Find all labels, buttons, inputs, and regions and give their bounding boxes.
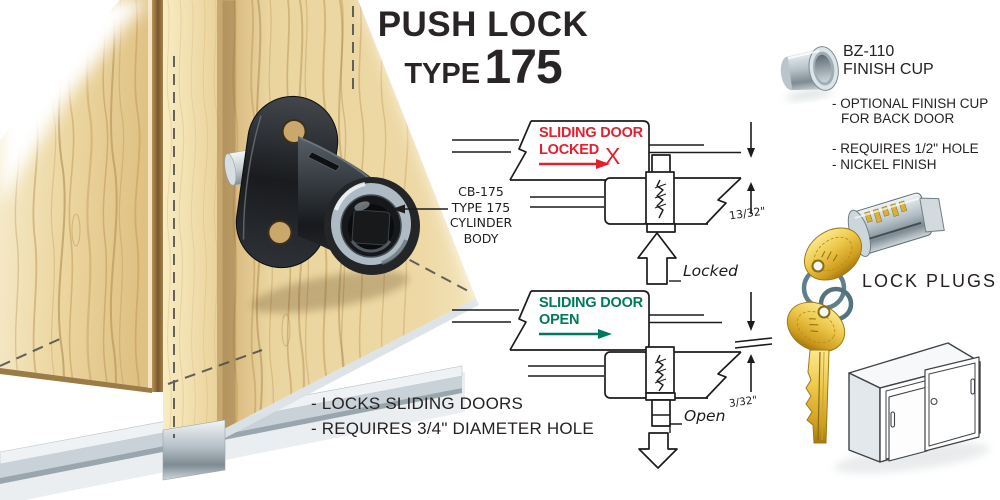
- door-handle: [970, 378, 976, 395]
- open-state-label: Open: [684, 407, 726, 425]
- pin-up-block-arrow-icon: [637, 232, 677, 285]
- cylinder-label-arrow-icon: [392, 204, 405, 214]
- lock-cylinder-section: [645, 346, 675, 394]
- lock-plug: [847, 192, 945, 257]
- pin-down-block-arrow-icon: [638, 432, 678, 469]
- dimension-arrow-up-icon: [747, 354, 755, 363]
- lock-pin-retracted: [651, 399, 671, 427]
- lock-cylinder-illustration: [224, 95, 420, 314]
- locked-state-label: Locked: [683, 262, 738, 280]
- finish-cup-model: BZ-110: [843, 43, 895, 60]
- key-hole: [811, 259, 825, 273]
- lock-housing-locked: [604, 177, 650, 225]
- door-handle: [890, 411, 896, 428]
- key-hole: [817, 305, 831, 319]
- locked-diagram: [392, 120, 755, 285]
- dimension-arrow-down-icon: [747, 148, 755, 158]
- finish-cup-bullet: FOR BACK DOOR: [841, 111, 955, 126]
- sliding-door-open-label: SLIDING DOOR OPEN: [539, 295, 643, 328]
- open-diagram: [452, 290, 773, 469]
- cabinet-lock-icon: [930, 397, 938, 406]
- front-door-bottom-trim: [222, 298, 479, 438]
- blocked-x-mark: X: [605, 143, 621, 169]
- feature-item: - REQUIRES 3/4" DIAMETER HOLE: [311, 419, 594, 438]
- dimension-arrow-down-icon: [747, 321, 755, 331]
- page-title: PUSH LOCK TYPE 175: [333, 7, 633, 92]
- flange-screw-hole: [267, 220, 293, 246]
- cabinet-side: [848, 372, 881, 463]
- cylinder-body-callout: CB-175 TYPE 175 CYLINDER BODY: [449, 184, 513, 246]
- door-gap: [152, 0, 163, 392]
- finish-cup-illustration: [780, 46, 839, 100]
- front-door-edge: [163, 0, 222, 440]
- finish-cup-bullet: - OPTIONAL FINISH CUP: [832, 96, 989, 111]
- finish-cup-bullet: - NICKEL FINISH: [832, 157, 937, 172]
- locked-direction-arrow-icon: [596, 159, 610, 169]
- plug-cam: [919, 197, 945, 233]
- sliding-door-illustration: [0, 0, 500, 500]
- cabinet-sliding-door-right: [924, 356, 980, 452]
- title-line1: PUSH LOCK: [377, 5, 589, 44]
- open-direction-arrow-icon: [598, 329, 612, 339]
- finish-cup-bullet: - REQUIRES 1/2" HOLE: [832, 141, 979, 156]
- track-channel: [162, 419, 226, 481]
- key-shaft-with-cuts: [805, 349, 830, 444]
- dimension-arrow-up-icon: [747, 182, 755, 191]
- feature-list: - LOCKS SLIDING DOORS - REQUIRES 3/4" DI…: [311, 391, 594, 441]
- track-rail-edge: [0, 388, 462, 484]
- cabinet-illustration: [834, 342, 990, 474]
- title-type-word: TYPE: [404, 58, 481, 90]
- title-type-number: 175: [484, 41, 563, 94]
- lock-plugs-keys-illustration: [786, 192, 945, 444]
- finish-cup-name: FINISH CUP: [843, 61, 934, 78]
- sliding-door-locked-label: SLIDING DOOR LOCKED: [539, 125, 643, 158]
- feature-item: - LOCKS SLIDING DOORS: [311, 394, 524, 413]
- lock-housing-open: [604, 351, 650, 399]
- lock-plugs-label: LOCK PLUGS: [862, 271, 998, 291]
- back-door-bottom-edge: [0, 368, 152, 393]
